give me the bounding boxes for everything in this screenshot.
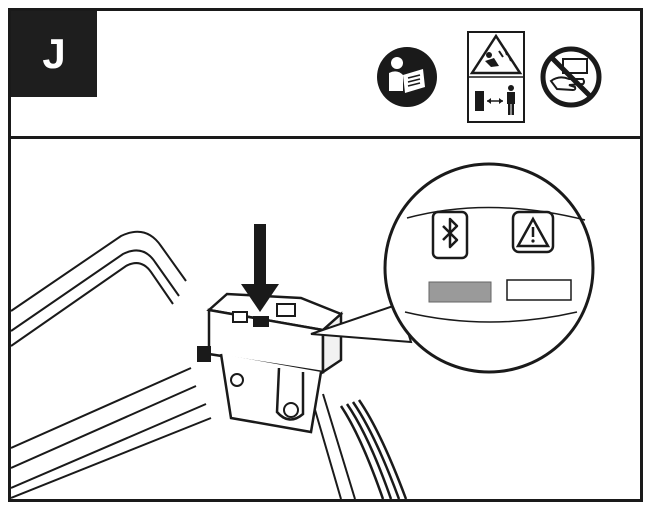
no-hands-icon <box>540 46 602 108</box>
control-box <box>197 292 344 434</box>
pointer-arrow <box>241 224 279 312</box>
read-manual-icon <box>377 47 437 107</box>
handle-bar <box>11 230 356 499</box>
warning-icon <box>511 210 555 254</box>
thrown-objects-keep-distance-icon <box>467 31 525 123</box>
step-letter: J <box>42 30 66 77</box>
bluetooth-icon <box>431 210 469 260</box>
warning-indicator-light <box>506 279 572 301</box>
product-illustration <box>11 162 595 499</box>
panel-header: J <box>11 11 640 139</box>
magnified-callout <box>383 162 595 374</box>
cable-bundle <box>339 399 408 499</box>
instruction-panel: J <box>8 8 643 502</box>
bluetooth-indicator-light <box>428 281 492 303</box>
step-badge: J <box>11 11 97 97</box>
